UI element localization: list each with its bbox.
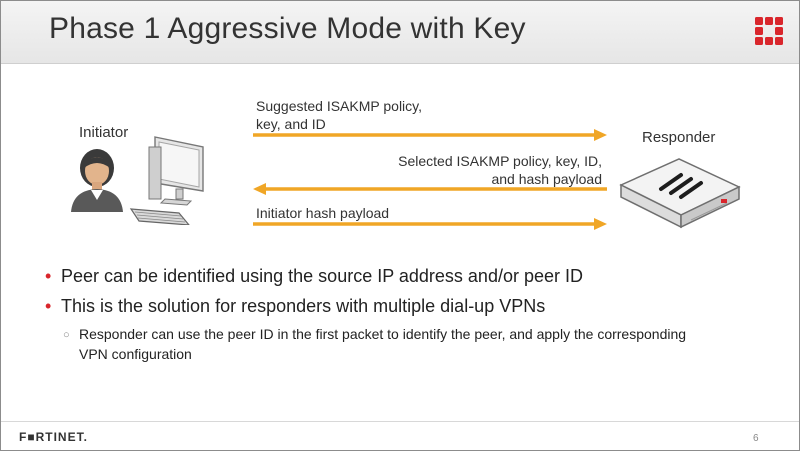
bullet-text: This is the solution for responders with… xyxy=(61,296,545,316)
bullet-dot-icon: • xyxy=(45,264,51,288)
message-1-line1: Suggested ISAKMP policy, xyxy=(256,97,422,115)
sub-bullet-item: ○ Responder can use the peer ID in the f… xyxy=(45,324,785,364)
footer-divider xyxy=(1,421,799,422)
computer-icon xyxy=(127,133,207,225)
firewall-device-icon xyxy=(615,153,745,233)
message-2-arrow-left xyxy=(253,182,607,196)
initiator-label: Initiator xyxy=(79,124,128,141)
sub-bullet-dot-icon: ○ xyxy=(63,325,70,345)
bullet-list: • Peer can be identified using the sourc… xyxy=(45,264,785,364)
footer-brand-logo: F■RTINET. xyxy=(19,430,88,444)
responder-label: Responder xyxy=(642,129,715,146)
sub-bullet-line1: Responder can use the peer ID in the fir… xyxy=(79,324,785,344)
message-1-arrow-right xyxy=(253,128,607,142)
person-icon xyxy=(67,146,127,212)
slide-header: Phase 1 Aggressive Mode with Key xyxy=(1,1,799,64)
slide-title: Phase 1 Aggressive Mode with Key xyxy=(49,12,526,46)
bullet-text: Peer can be identified using the source … xyxy=(61,266,583,286)
message-3-arrow-right xyxy=(253,217,607,231)
sub-bullet-line2: VPN configuration xyxy=(79,344,785,364)
bullet-item: • Peer can be identified using the sourc… xyxy=(45,264,785,288)
fortinet-logo-icon xyxy=(753,15,785,47)
page-number: 6 xyxy=(753,433,759,444)
message-2-line1: Selected ISAKMP policy, key, ID, xyxy=(377,152,602,170)
bullet-dot-icon: • xyxy=(45,294,51,318)
bullet-item: • This is the solution for responders wi… xyxy=(45,294,785,318)
